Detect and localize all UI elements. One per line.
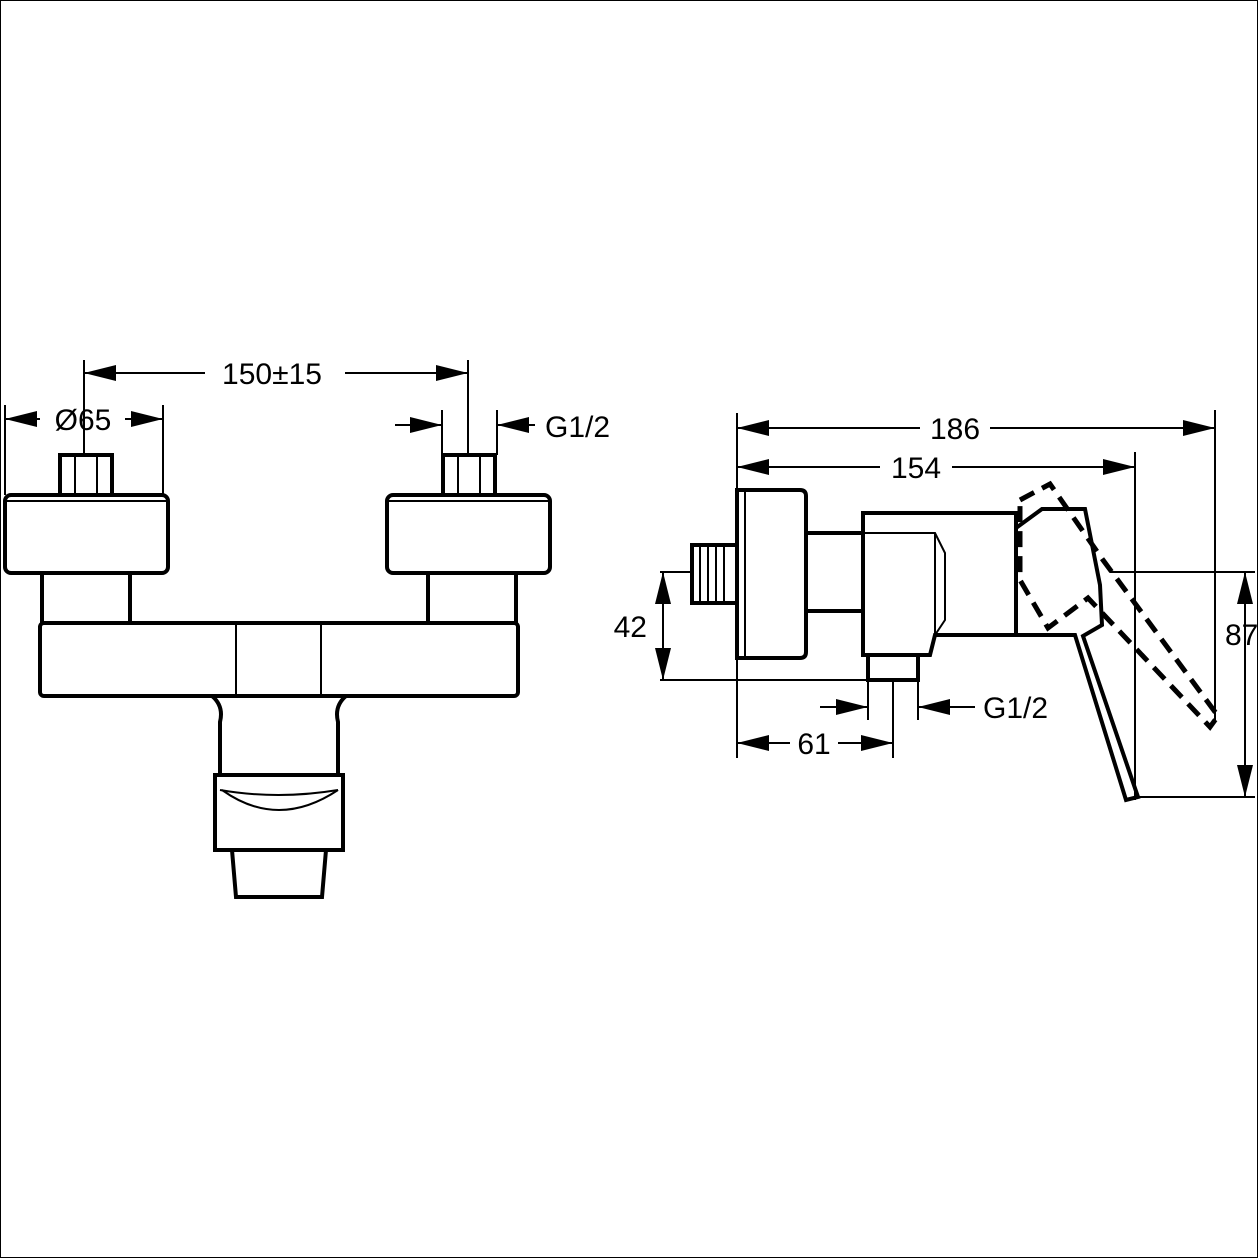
front-mixer-body — [38, 621, 520, 698]
side-pipe — [804, 531, 865, 613]
side-body — [861, 511, 1018, 657]
front-aerator — [230, 849, 328, 899]
front-right-rosette — [385, 493, 552, 575]
side-rosette — [735, 488, 808, 660]
dim-total-depth: 186 — [930, 413, 980, 446]
dim-spacing: 150±15 — [222, 358, 322, 391]
side-lever — [1014, 507, 1141, 803]
dim-outlet-connection: G1/2 — [983, 692, 1048, 725]
dim-inlet-height: 42 — [614, 611, 647, 644]
side-outlet — [866, 653, 920, 682]
front-outlet-housing — [213, 773, 345, 852]
front-view: 150±15 Ø65 G1/2 — [3, 358, 610, 899]
dim-diameter: Ø65 — [55, 404, 112, 437]
front-left-neck — [40, 571, 132, 625]
dim-front-connection: G1/2 — [545, 411, 610, 444]
side-inlet-thread — [690, 543, 739, 605]
front-left-rosette — [3, 493, 170, 575]
dim-total-height: 87 — [1225, 619, 1258, 652]
dim-body-depth: 154 — [891, 452, 941, 485]
dim-outlet-offset: 61 — [797, 728, 830, 761]
front-left-connector — [58, 453, 114, 497]
front-spout — [210, 694, 348, 777]
front-right-connector — [441, 453, 497, 497]
side-view: 186 154 42 87 G1/2 61 — [614, 410, 1258, 803]
front-right-neck — [426, 571, 518, 625]
side-lever-alt-position — [1017, 480, 1222, 731]
